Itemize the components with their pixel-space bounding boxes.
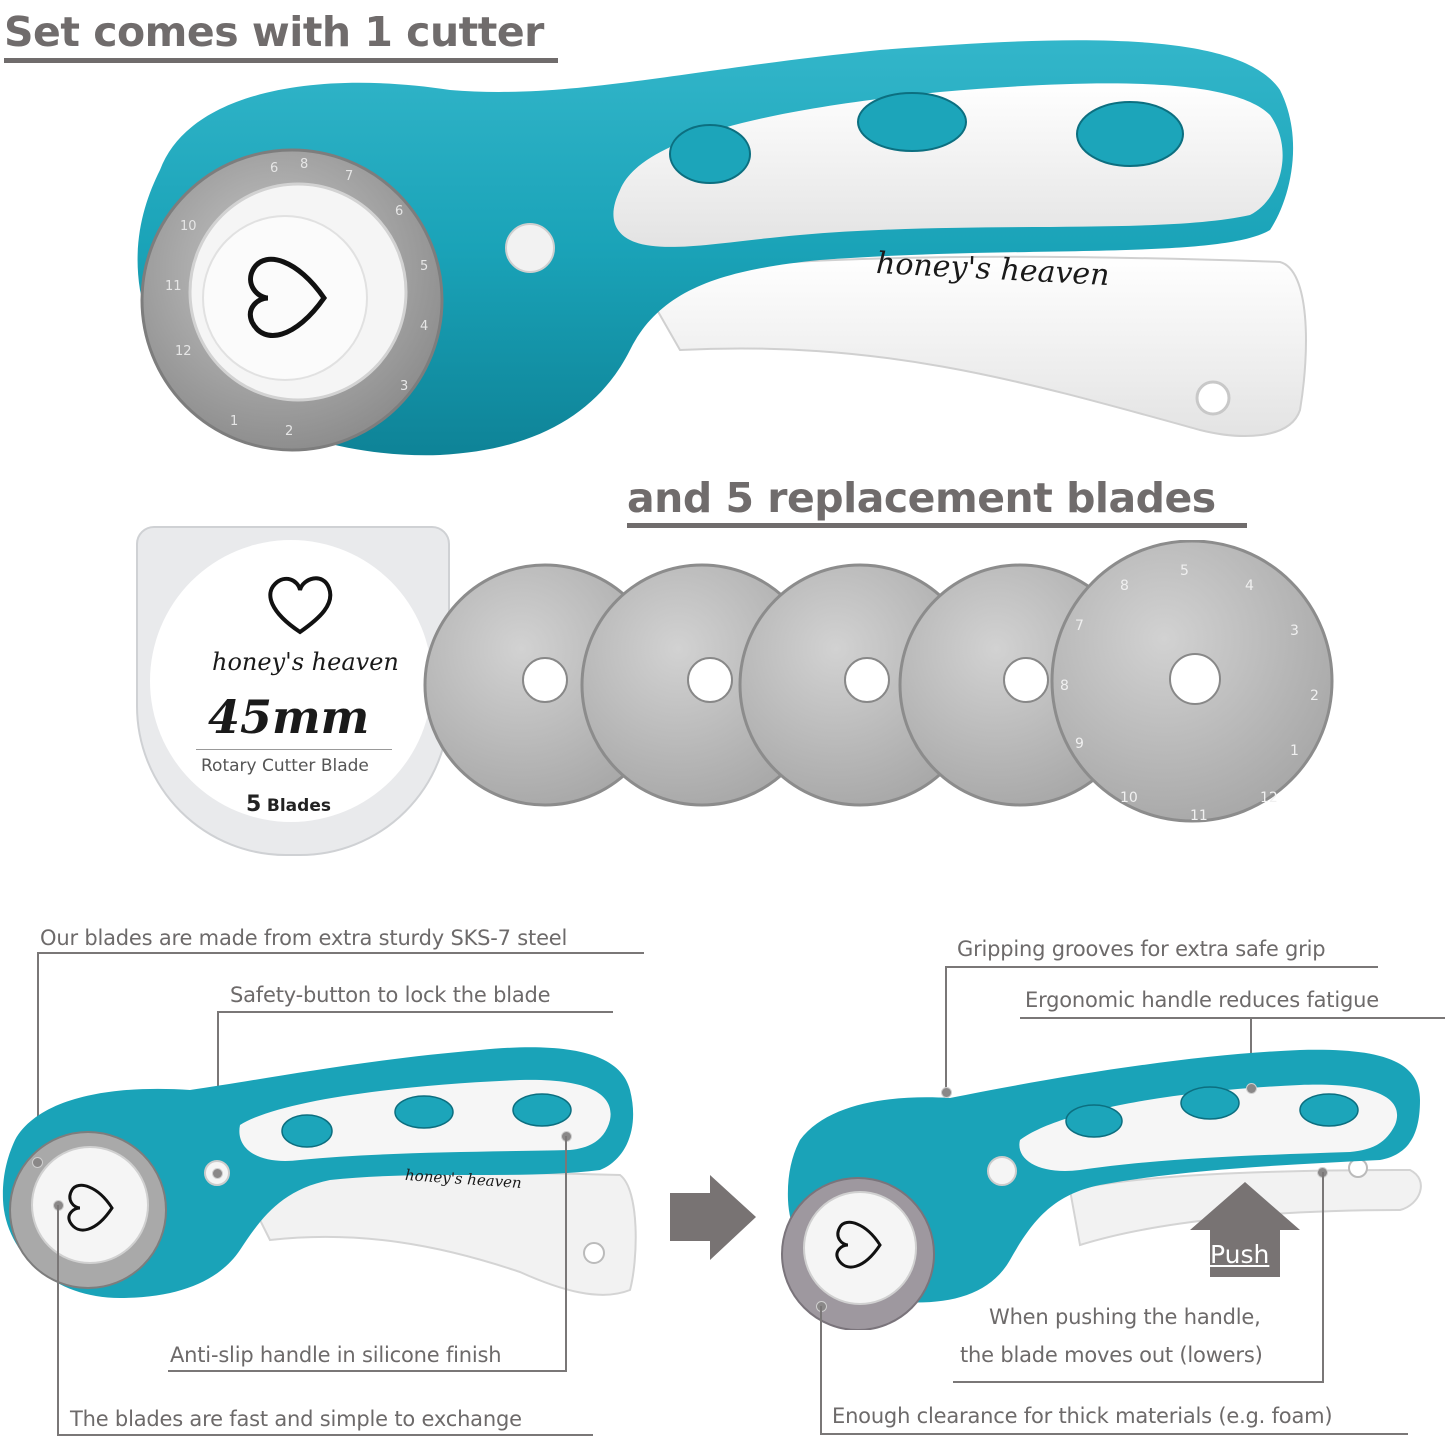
svg-text:10: 10 [180,219,197,234]
callout-safety: Safety-button to lock the blade [230,983,551,1007]
callout-ergonomic-leader [1250,1017,1252,1087]
svg-text:11: 11 [1190,808,1208,824]
callout-push-underline [953,1381,1324,1383]
svg-text:4: 4 [1245,578,1254,594]
heart-icon [248,256,328,338]
push-label: Push [1210,1240,1270,1269]
callout-push-line1: When pushing the handle, [989,1305,1261,1329]
callout-exchange: The blades are fast and simple to exchan… [70,1407,522,1431]
svg-text:3: 3 [400,379,408,394]
blade-pack-product: Rotary Cutter Blade [201,756,369,776]
anchor-dot-grooves [941,1087,952,1098]
svg-text:12: 12 [1260,790,1278,806]
svg-text:3: 3 [1290,623,1299,639]
svg-text:2: 2 [285,424,293,439]
callout-steel: Our blades are made from extra sturdy SK… [40,926,568,950]
anchor-dot-ergonomic [1246,1083,1257,1094]
callout-grooves-leader [945,966,947,1091]
blade-pack-divider [196,749,392,750]
svg-text:5: 5 [1180,563,1189,579]
blade-pack-count-number: 5 [246,792,262,817]
arrow-up-icon [1190,1182,1300,1277]
rotary-cutter-small-right [780,1040,1445,1330]
svg-text:7: 7 [1075,618,1084,634]
svg-text:8: 8 [300,157,308,172]
callout-grooves-underline [945,966,1378,968]
svg-text:9: 9 [1075,736,1084,752]
heading-middle-underline [627,523,1247,528]
replacement-blades: 7 8 5 4 3 2 1 12 11 10 9 8 [420,540,1340,830]
svg-text:12: 12 [175,344,192,359]
heading-top-underline [4,58,558,63]
blade-pack-count: 5 Blades [246,792,331,817]
svg-text:8: 8 [1060,678,1069,694]
svg-text:8: 8 [1120,578,1129,594]
callout-grooves: Gripping grooves for extra safe grip [957,937,1326,961]
callout-exchange-leader [57,1205,59,1435]
blade-pack-label: honey's heaven 45mm Rotary Cutter Blade … [150,540,432,822]
svg-text:1: 1 [1290,743,1299,759]
callout-steel-leader [37,952,39,1162]
heading-middle: and 5 replacement blades [627,474,1216,522]
anchor-dot-steel [32,1157,43,1168]
callout-ergonomic-underline [1020,1017,1445,1019]
svg-text:7: 7 [345,169,353,184]
callout-ergonomic: Ergonomic handle reduces fatigue [1025,988,1379,1012]
blade-pack-brand: honey's heaven [212,648,399,676]
callout-push-line2: the blade moves out (lowers) [960,1343,1263,1367]
arrow-right-icon [670,1175,760,1260]
blade-pack-size: 45mm [208,690,370,744]
callout-antislip: Anti-slip handle in silicone finish [170,1343,502,1367]
rotary-cutter-large: 6 8 7 6 5 4 3 2 1 12 11 10 [120,30,1320,470]
callout-steel-underline [37,952,644,954]
svg-text:10: 10 [1120,790,1138,806]
heart-icon [265,574,335,636]
heading-top: Set comes with 1 cutter [4,8,544,56]
svg-text:5: 5 [420,259,428,274]
rotary-cutter-illustration: 6 8 7 6 5 4 3 2 1 12 11 10 [137,40,1307,456]
svg-text:11: 11 [165,279,182,294]
rotary-cutter-small-left [0,1040,650,1310]
callout-exchange-underline [57,1434,593,1436]
callout-clearance-underline [820,1433,1408,1435]
callout-push-leader [1322,1172,1324,1382]
svg-text:1: 1 [230,414,238,429]
svg-text:2: 2 [1310,688,1319,704]
callout-antislip-leader [565,1136,567,1370]
svg-text:6: 6 [270,161,278,176]
callout-clearance-leader [820,1306,822,1434]
blade-5: 7 8 5 4 3 2 1 12 11 10 9 8 [1050,540,1334,824]
svg-text:6: 6 [395,204,403,219]
blade-pack-case: honey's heaven 45mm Rotary Cutter Blade … [136,526,450,856]
blade-pack-count-label: Blades [266,796,331,816]
callout-antislip-underline [168,1370,567,1372]
anchor-dot-safety [212,1168,223,1179]
callout-safety-underline [217,1011,613,1013]
svg-text:4: 4 [420,319,428,334]
callout-clearance: Enough clearance for thick materials (e.… [832,1404,1333,1428]
